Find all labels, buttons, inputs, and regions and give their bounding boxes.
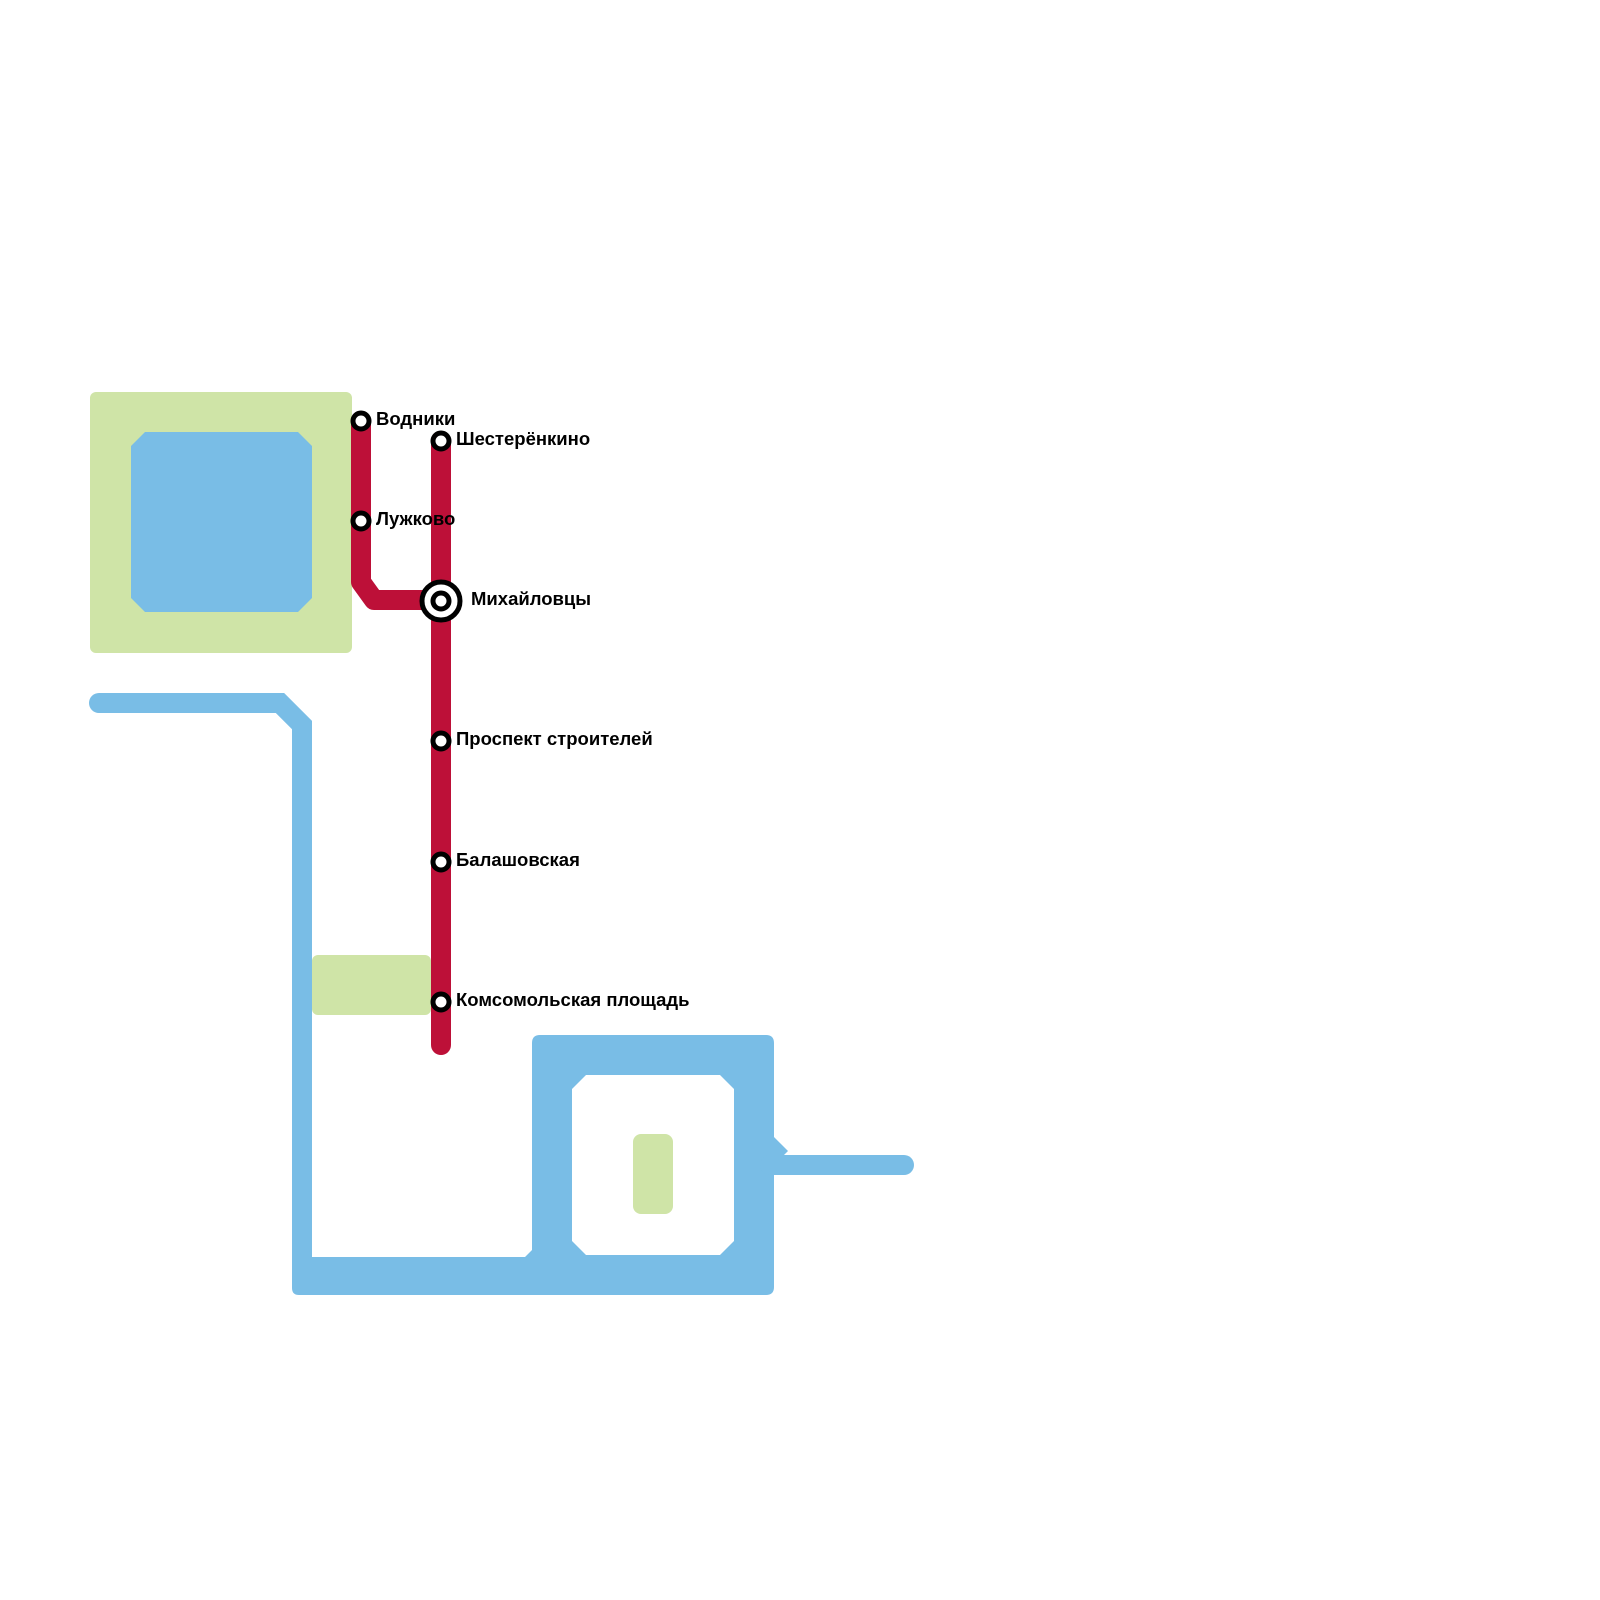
station-mikhaylovtsy-transfer[interactable]: Михайловцы (419, 579, 591, 623)
station-marker (430, 851, 452, 873)
metro-line-red-branch (351, 411, 451, 610)
station-marker (430, 730, 452, 752)
station-label: Лужково (376, 508, 455, 529)
park-area-central (312, 955, 431, 1015)
station-komsomolskaya-ploshchad[interactable]: Комсомольская площадь (430, 989, 690, 1013)
lake-northwest (131, 432, 312, 612)
station-luzhkovo[interactable]: Лужково (350, 508, 455, 532)
station-label: Шестерёнкино (456, 428, 590, 449)
station-shesterenkino[interactable]: Шестерёнкино (430, 428, 590, 452)
station-marker (430, 430, 452, 452)
station-vodniki[interactable]: Водники (350, 408, 455, 432)
station-label: Проспект строителей (456, 728, 653, 749)
station-label: Михайловцы (471, 588, 591, 609)
park-area-islet (633, 1134, 673, 1214)
pond-frame (292, 1035, 788, 1295)
station-marker (350, 510, 372, 532)
station-balashovskaya[interactable]: Балашовская (430, 849, 580, 873)
station-prospekt-stroiteley[interactable]: Проспект строителей (430, 728, 653, 752)
station-label: Комсомольская площадь (456, 989, 690, 1010)
station-marker (350, 410, 372, 432)
station-marker (430, 991, 452, 1013)
station-label: Водники (376, 408, 455, 429)
station-label: Балашовская (456, 849, 580, 870)
transfer-marker-inner (430, 590, 452, 612)
